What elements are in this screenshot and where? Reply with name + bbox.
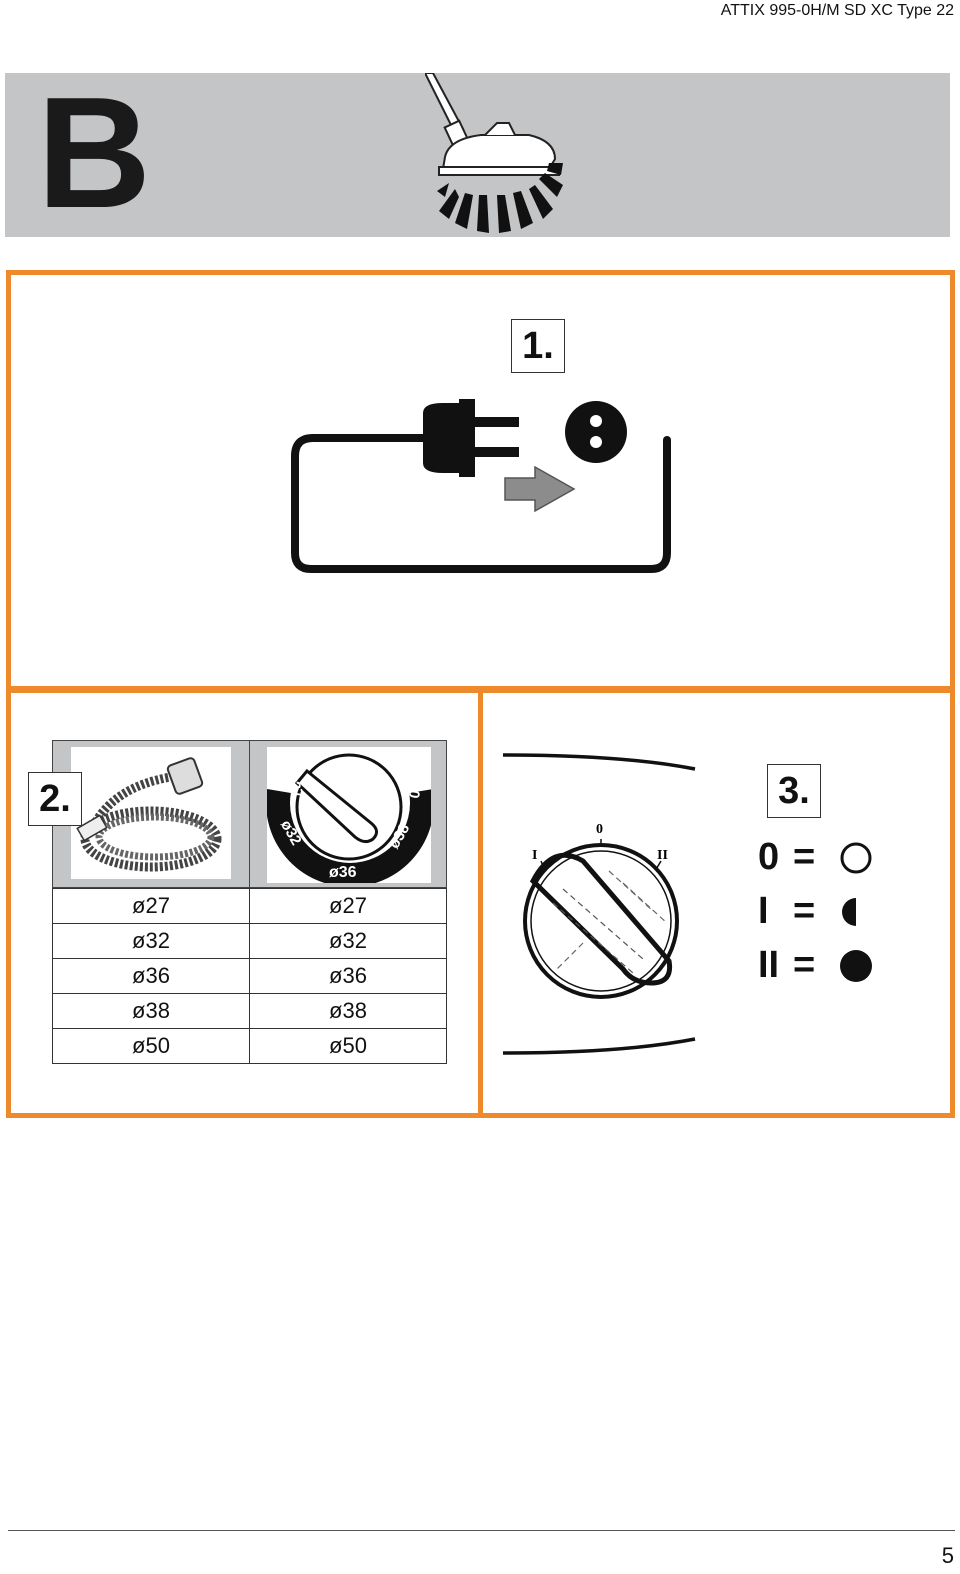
power-switch-dial: 0 I II <box>502 753 696 1055</box>
legend-symbol: II <box>758 944 780 986</box>
dial-label-50: ø50 <box>405 771 426 799</box>
hose-diameter-cell: ø50 <box>52 1028 250 1064</box>
diameter-dial-image: ø27 ø32 ø36 ø38 ø50 <box>266 747 434 887</box>
dial-diameter-cell: ø38 <box>249 993 447 1029</box>
hose-diameter-cell: ø27 <box>52 888 250 924</box>
dial-label-36: ø36 <box>329 864 357 881</box>
table-row: ø38 ø38 <box>52 993 447 1029</box>
adapter-image-row: ø27 ø32 ø36 ø38 ø50 <box>52 740 447 889</box>
column-divider <box>249 741 250 889</box>
legend-row-off: 0 = <box>753 835 883 889</box>
dial-diameter-cell: ø32 <box>249 923 447 959</box>
legend-equals: = <box>793 836 816 878</box>
switch-legend: 0 = I = II = <box>753 835 883 997</box>
step-1-label: 1. <box>511 319 565 373</box>
section-letter: B <box>37 65 152 241</box>
circle-full-icon <box>840 950 872 982</box>
dial-diameter-cell: ø50 <box>249 1028 447 1064</box>
table-row: ø36 ø36 <box>52 958 447 994</box>
switch-position-one: I <box>532 848 537 863</box>
switch-position-two: II <box>657 848 668 863</box>
hose-diameter-cell: ø36 <box>52 958 250 994</box>
diameter-dial-icon: ø27 ø32 ø36 ø38 ø50 <box>266 753 434 887</box>
step-3-label: 3. <box>767 764 821 818</box>
hose-icon <box>76 757 222 872</box>
section-banner: B <box>5 65 950 241</box>
dial-diameter-cell: ø27 <box>249 888 447 924</box>
hose-diameter-cell: ø38 <box>52 993 250 1029</box>
legend-row-one: I = <box>753 889 883 943</box>
circle-empty-icon <box>840 842 872 874</box>
document-title: ATTIX 995-0H/M SD XC Type 22 <box>720 2 954 19</box>
hose-diameter-cell: ø32 <box>52 923 250 959</box>
table-row: ø27 ø27 <box>52 888 447 924</box>
table-row: ø32 ø32 <box>52 923 447 959</box>
legend-row-two: II = <box>753 943 883 997</box>
legend-symbol: I <box>758 890 769 932</box>
legend-equals: = <box>793 944 816 986</box>
footer-rule <box>8 1530 955 1531</box>
diameter-table: ø27 ø27 ø32 ø32 ø36 ø36 ø38 ø38 ø50 ø50 <box>52 888 447 1064</box>
step-2-panel: ø27 ø32 ø36 ø38 ø50 2. ø27 ø27 ø32 ø32 ø… <box>6 688 483 1118</box>
legend-equals: = <box>793 890 816 932</box>
dial-diameter-cell: ø36 <box>249 958 447 994</box>
hose-image <box>71 747 231 879</box>
circle-half-icon <box>842 898 856 926</box>
table-row: ø50 ø50 <box>52 1028 447 1064</box>
switch-position-off: 0 <box>596 822 603 837</box>
step-1-panel: 1. <box>6 270 955 691</box>
step-2-label: 2. <box>28 772 82 826</box>
step-3-panel: 0 I II 3. 0 = I = II = <box>478 688 955 1118</box>
page-number: 5 <box>941 1543 954 1568</box>
plug-into-socket-icon <box>291 399 671 573</box>
vacuum-floor-nozzle-icon <box>425 73 563 233</box>
legend-symbol: 0 <box>758 836 780 878</box>
